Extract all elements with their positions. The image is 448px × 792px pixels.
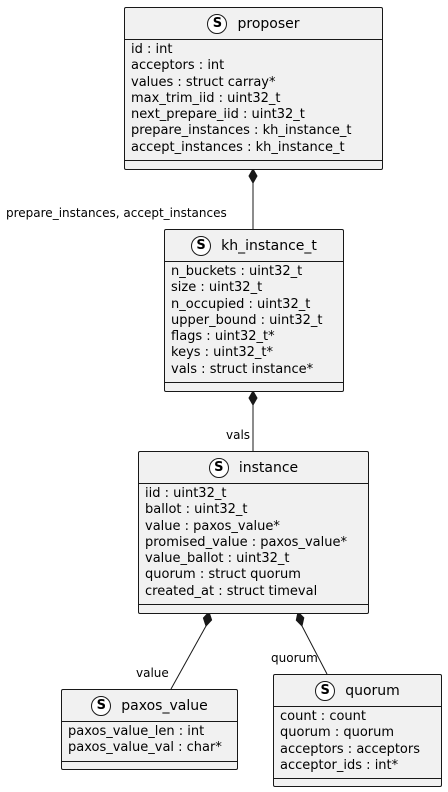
relation-label-instance-value: value — [136, 666, 169, 680]
field: next_prepare_iid : uint32_t — [131, 107, 305, 123]
class-fields: count : count quorum : quorum acceptors … — [274, 707, 441, 779]
field: n_buckets : uint32_t — [171, 264, 303, 279]
field: acceptor_ids : int* — [280, 757, 399, 773]
composition-line-instance-quorum — [301, 625, 328, 675]
class-instance[interactable]: S instance iid : uint32_t ballot : uint3… — [138, 451, 369, 614]
composition-diamond-instance-value — [202, 611, 213, 627]
field: keys : uint32_t* — [171, 345, 274, 361]
struct-stereotype-icon: S — [91, 695, 112, 716]
class-name: instance — [238, 459, 299, 476]
class-name: proposer — [237, 15, 300, 32]
composition-diamond-kh — [248, 389, 258, 407]
class-fields: iid : uint32_t ballot : uint32_t value :… — [139, 484, 368, 605]
struct-stereotype-icon: S — [315, 680, 336, 701]
field: iid : uint32_t — [145, 486, 227, 501]
field: paxos_value_val : char* — [68, 740, 222, 756]
composition-diamond-instance-quorum — [295, 610, 305, 628]
field: value_ballot : uint32_t — [145, 551, 290, 567]
struct-stereotype-icon: S — [208, 457, 229, 478]
field: created_at : struct timeval — [145, 583, 318, 599]
class-name: paxos_value — [121, 697, 208, 714]
field: accept_instances : kh_instance_t — [131, 139, 345, 155]
field: value : paxos_value* — [145, 518, 280, 534]
class-fields: n_buckets : uint32_t size : uint32_t n_o… — [165, 262, 343, 383]
field: paxos_value_len : int — [68, 724, 205, 739]
class-name: quorum — [345, 682, 400, 699]
relation-label-instance-quorum: quorum — [271, 651, 318, 665]
relation-label-kh-instance: vals — [226, 428, 251, 442]
class-kh-instance-t[interactable]: S kh_instance_t n_buckets : uint32_t siz… — [164, 229, 344, 392]
class-fields: id : int acceptors : int values : struct… — [125, 40, 382, 161]
field: n_occupied : uint32_t — [171, 296, 311, 312]
field: acceptors : int — [131, 58, 225, 74]
class-header: S paxos_value — [62, 690, 237, 722]
class-header: S instance — [139, 452, 368, 484]
field: count : count — [280, 709, 366, 724]
field: quorum : struct quorum — [145, 567, 301, 583]
field: size : uint32_t — [171, 280, 263, 296]
class-name: kh_instance_t — [221, 237, 317, 254]
field: values : struct carray* — [131, 74, 276, 90]
field: flags : uint32_t* — [171, 329, 275, 345]
field: ballot : uint32_t — [145, 502, 248, 518]
field: upper_bound : uint32_t — [171, 312, 323, 328]
class-fields: paxos_value_len : int paxos_value_val : … — [62, 722, 237, 762]
composition-line-instance-paxos — [170, 625, 207, 690]
field: id : int — [131, 42, 173, 57]
field: vals : struct instance* — [171, 361, 314, 377]
field: promised_value : paxos_value* — [145, 534, 347, 550]
class-header: S kh_instance_t — [165, 230, 343, 262]
class-paxos-value[interactable]: S paxos_value paxos_value_len : int paxo… — [61, 689, 238, 770]
field: max_trim_iid : uint32_t — [131, 90, 281, 106]
relation-label-proposer-kh: prepare_instances, accept_instances — [6, 206, 227, 220]
struct-stereotype-icon: S — [207, 13, 228, 34]
field: acceptors : acceptors — [280, 741, 421, 757]
class-header: S proposer — [125, 8, 382, 40]
composition-diamond-proposer — [248, 167, 258, 185]
class-quorum[interactable]: S quorum count : count quorum : quorum a… — [273, 674, 442, 787]
class-header: S quorum — [274, 675, 441, 707]
class-proposer[interactable]: S proposer id : int acceptors : int valu… — [124, 7, 383, 170]
field: quorum : quorum — [280, 725, 395, 741]
field: prepare_instances : kh_instance_t — [131, 123, 352, 139]
struct-stereotype-icon: S — [191, 235, 212, 256]
